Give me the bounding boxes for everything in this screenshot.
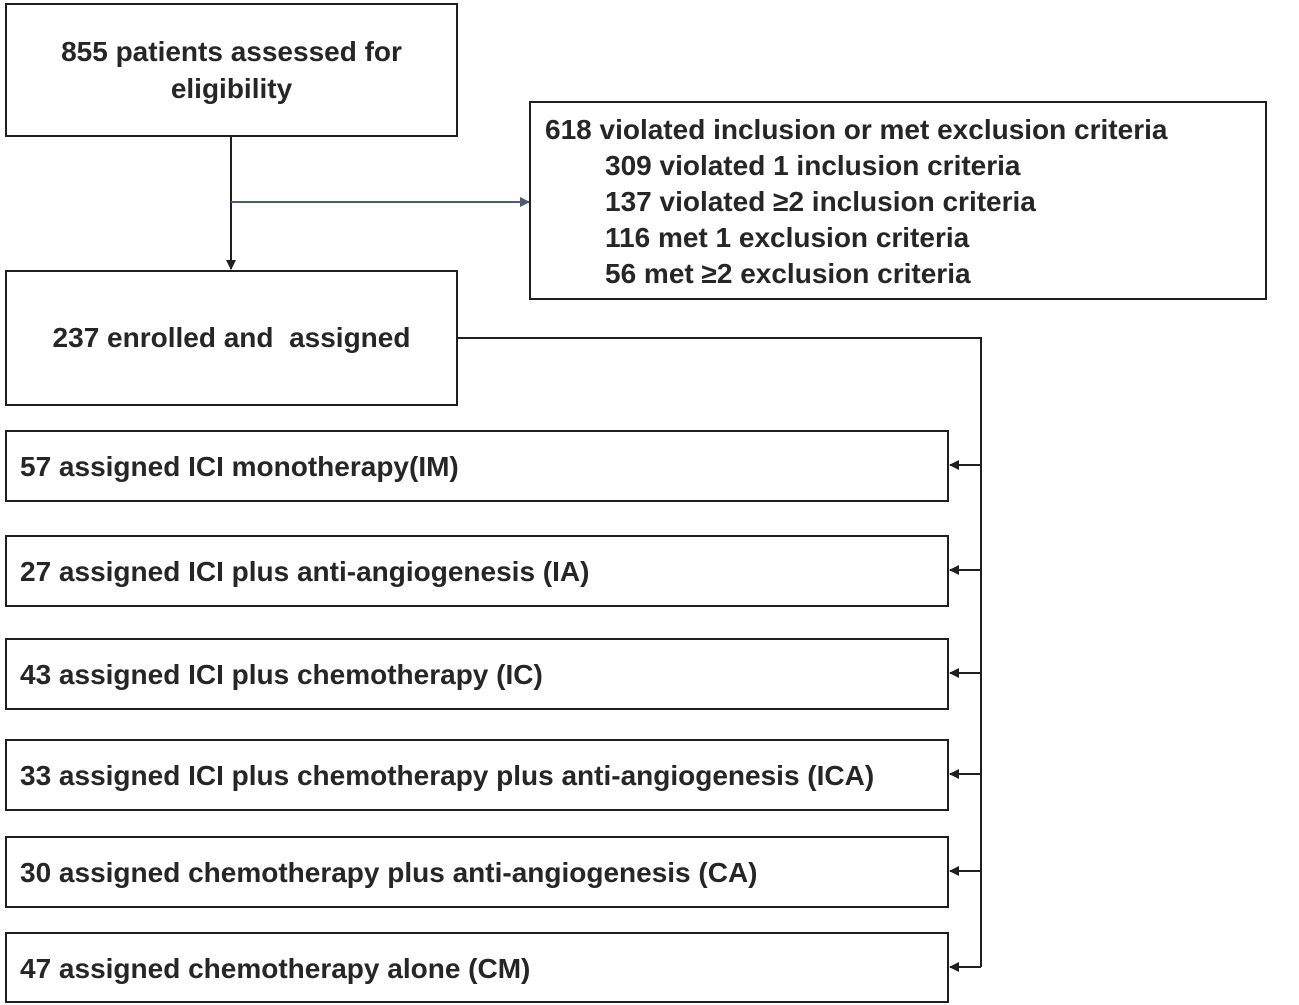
group-box-ica [5, 739, 949, 811]
exclusion-item: 116 met 1 exclusion criteria [605, 222, 970, 253]
group-label-ica: 33 assigned ICI plus chemotherapy plus a… [20, 760, 875, 791]
group-box-ca [5, 836, 949, 908]
group-label-im: 57 assigned ICI monotherapy(IM) [20, 451, 459, 482]
group-label-cm: 47 assigned chemotherapy alone (CM) [20, 953, 531, 984]
group-box-ia [5, 535, 949, 607]
exclusion-item: 56 met ≥2 exclusion criteria [605, 258, 971, 289]
exclusion-header: 618 violated inclusion or met exclusion … [545, 114, 1168, 145]
group-box-im [5, 430, 949, 502]
group-label-ca: 30 assigned chemotherapy plus anti-angio… [20, 857, 758, 888]
enrolled-to-spine [457, 337, 982, 967]
enrolled-label: 237 enrolled and assigned [52, 322, 411, 353]
exclusion-item: 137 violated ≥2 inclusion criteria [605, 186, 1036, 217]
screening-line-2: eligibility [170, 73, 293, 104]
screening-box [5, 3, 458, 137]
screening-line-1: 855 patients assessed for [61, 36, 402, 67]
exclusion-box [529, 101, 1267, 300]
group-label-ia: 27 assigned ICI plus anti-angiogenesis (… [20, 556, 590, 587]
group-box-ic [5, 638, 949, 710]
group-label-ic: 43 assigned ICI plus chemotherapy (IC) [20, 659, 543, 690]
enrolled-box [5, 270, 458, 406]
group-box-cm [5, 932, 949, 1003]
exclusion-item: 309 violated 1 inclusion criteria [605, 150, 1021, 181]
